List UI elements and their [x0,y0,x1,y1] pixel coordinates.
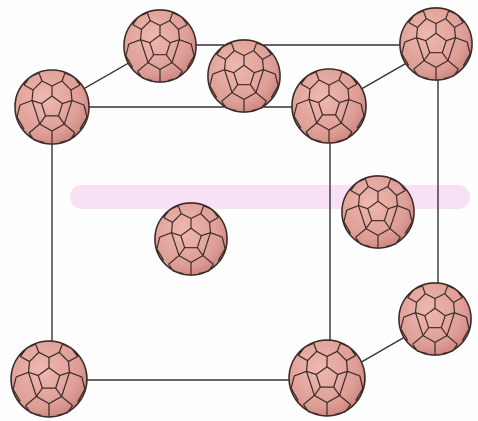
molecule-back-bottom-right [399,283,471,355]
molecule-back-top-left [124,10,196,82]
molecule-right-face-center [342,176,414,248]
molecule-back-top-right [400,8,472,80]
molecule-front-bottom-left [11,341,87,417]
molecule-front-top-left [15,70,89,144]
molecule-top-face-center [208,40,280,112]
molecule-front-face-center [155,203,227,275]
molecule-front-bottom-right [289,340,365,416]
molecule-front-top-right [292,69,366,143]
molecules [11,8,472,417]
